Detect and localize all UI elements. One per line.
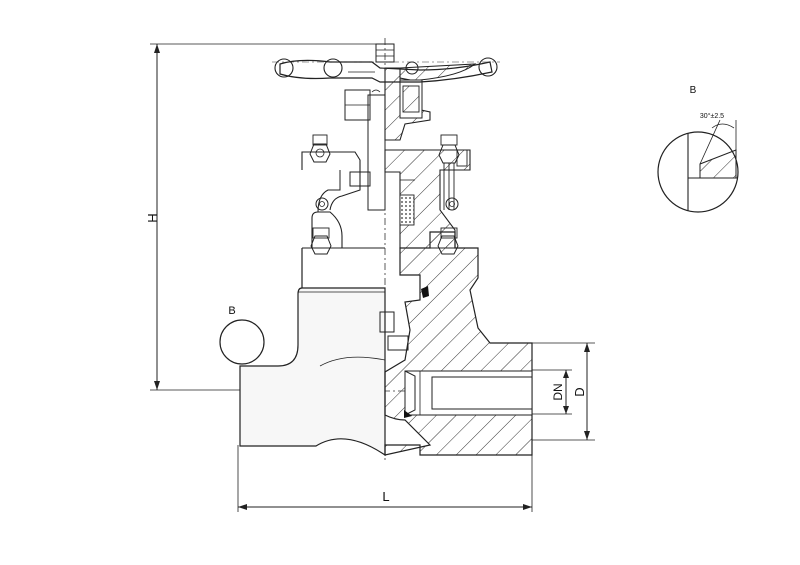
detail-view-b-title: B [690, 85, 697, 96]
dimension-d-label: D [572, 387, 587, 396]
dimension-l: L [237, 445, 533, 512]
dimension-dn: DN [532, 369, 572, 415]
bolt-right-upper [438, 134, 468, 210]
dimension-h-label: H [145, 213, 160, 222]
bolt-right-lower [437, 227, 459, 255]
pin-left [315, 197, 329, 211]
stem-nut [375, 43, 395, 63]
detail-view-b: B 30°±2.5 [657, 85, 739, 213]
valve-body-exterior [239, 89, 409, 457]
bolt-left-upper [309, 134, 331, 163]
bolt-left-lower [310, 227, 332, 255]
detail-marker-b: B [219, 305, 265, 365]
valve-body-section [384, 67, 533, 456]
detail-marker-b-label: B [228, 305, 235, 317]
handwheel [272, 43, 500, 83]
dimension-dn-label: DN [551, 383, 565, 400]
pin-right [445, 197, 459, 211]
dimension-d: D [532, 342, 595, 441]
detail-weld-note: 30°±2.5 [700, 112, 724, 120]
dimension-l-label: L [382, 489, 389, 504]
